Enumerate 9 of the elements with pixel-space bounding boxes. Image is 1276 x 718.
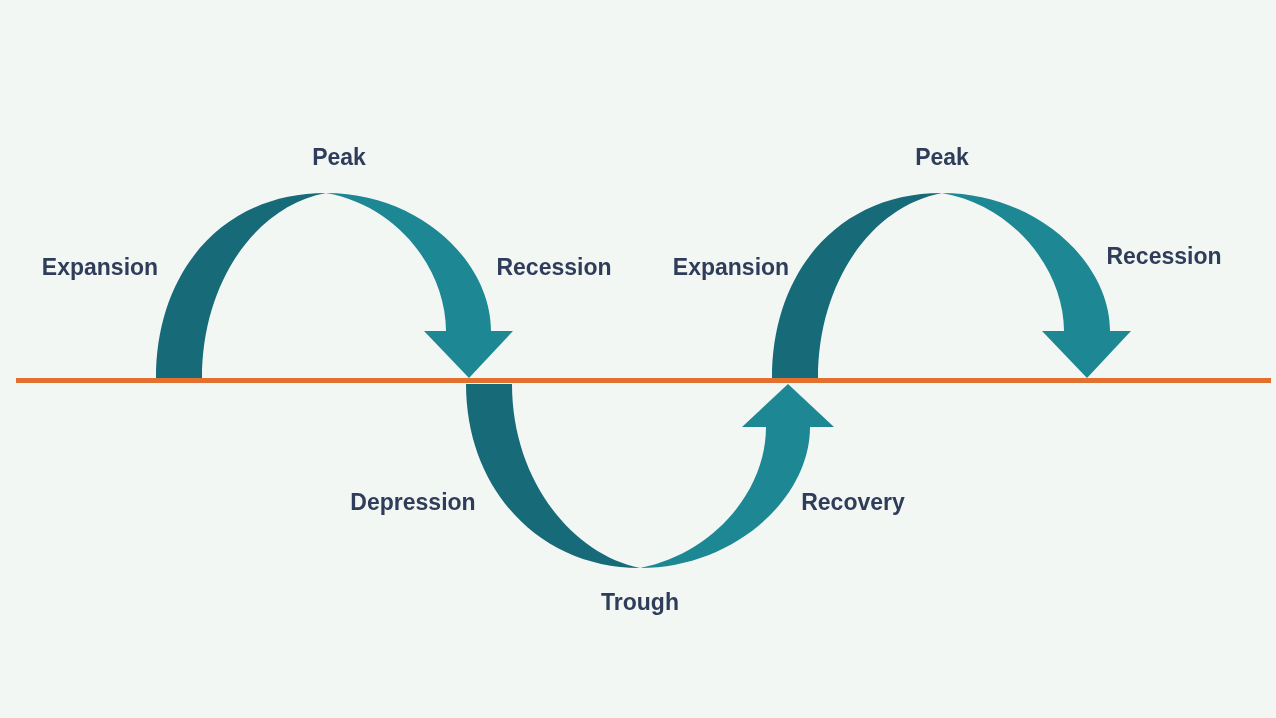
phase-label: Expansion <box>41 254 159 282</box>
phase-label: Recovery <box>801 489 905 517</box>
phase-label: Recession <box>1106 243 1222 271</box>
phase-label: Depression <box>350 489 476 517</box>
phase-label: Peak <box>915 144 969 172</box>
phase-label: Trough <box>601 589 679 617</box>
phase-label: Recession <box>496 254 612 282</box>
phase-label: Expansion <box>672 254 790 282</box>
phase-label: Peak <box>312 144 366 172</box>
